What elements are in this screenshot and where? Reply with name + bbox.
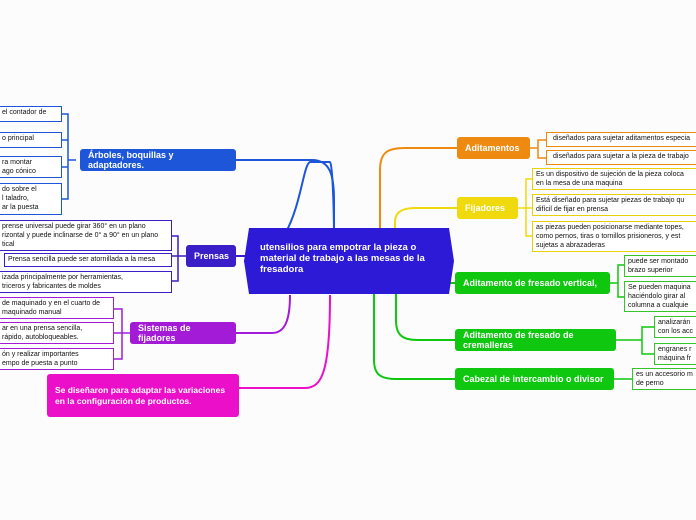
connector-cremalleras — [395, 294, 455, 341]
subtopic-aditamentos-1[interactable]: diseñados para sujetar aditamentos espec… — [546, 132, 696, 147]
connector-cabezal — [373, 294, 455, 380]
subtopic-vertical-2[interactable]: Se pueden maquina haciéndolo girar al co… — [624, 281, 696, 312]
topic-fijadores[interactable]: Fijadores — [457, 197, 518, 219]
topic-sistemas-label: Sistemas de fijadores — [138, 323, 191, 343]
topic-vertical[interactable]: Aditamento de fresado vertical, — [455, 272, 610, 294]
connector-sistemas — [236, 294, 291, 334]
topic-cabezal[interactable]: Cabezal de intercambio o divisor — [455, 368, 614, 390]
connector-fijadores — [394, 207, 457, 228]
subtopic-prensas-1[interactable]: prense universal puede girar 360° en un … — [0, 220, 172, 251]
topic-prensas[interactable]: Prensas — [186, 245, 236, 267]
topic-cremalleras[interactable]: Aditamento de fresado de cremalleras — [455, 329, 616, 351]
subtopic-prensas-3[interactable]: izada principalmente por herramientas, t… — [0, 271, 172, 293]
topic-arboles-label: Árboles, boquillas y adaptadores. — [88, 150, 174, 170]
subtopic-cremalleras-1[interactable]: analizarán con los acc — [654, 316, 696, 338]
subtopic-fijadores-3[interactable]: as piezas pueden posicionarse mediante t… — [532, 221, 696, 252]
subtopic-cremalleras-2[interactable]: engranes r máquina fr — [654, 343, 696, 365]
topic-cabezal-label: Cabezal de intercambio o divisor — [463, 374, 604, 384]
topic-disenaron[interactable]: Se diseñaron para adaptar las variacione… — [47, 374, 239, 417]
subtopic-prensas-2[interactable]: Prensa sencilla puede ser atornillada a … — [4, 253, 172, 267]
topic-vertical-label: Aditamento de fresado vertical, — [463, 278, 598, 288]
subtopic-arboles-4[interactable]: do sobre el l taladro, ar la puesta — [0, 183, 62, 215]
subtopic-fijadores-1[interactable]: Es un dispositivo de sujeción de la piez… — [532, 168, 696, 190]
topic-arboles[interactable]: Árboles, boquillas y adaptadores. — [80, 149, 236, 171]
connector-aditamentos — [379, 147, 457, 228]
topic-cremalleras-label: Aditamento de fresado de cremalleras — [463, 330, 574, 350]
subtopic-arboles-3[interactable]: ra montar ago cónico — [0, 156, 62, 178]
subtopic-arboles-1[interactable]: el contador de — [0, 106, 62, 122]
subtopic-vertical-1[interactable]: puede ser montado brazo superior — [624, 255, 696, 277]
topic-aditamentos-label: Aditamentos — [465, 143, 520, 153]
subtopic-cabezal-1[interactable]: es un accesorio m de perno — [632, 368, 696, 390]
central-topic[interactable]: utensilios para empotrar la pieza o mate… — [244, 228, 454, 294]
subtopic-aditamentos-2[interactable]: diseñados para sujetar a la pieza de tra… — [546, 150, 696, 165]
subtopic-sistemas-2[interactable]: ar en una prensa sencilla, rápido, autob… — [0, 322, 114, 344]
topic-fijadores-label: Fijadores — [465, 203, 506, 213]
topic-prensas-label: Prensas — [194, 251, 230, 261]
topic-disenaron-label: Se diseñaron para adaptar las variacione… — [55, 385, 226, 406]
central-topic-label: utensilios para empotrar la pieza o mate… — [260, 242, 425, 275]
subtopic-arboles-2[interactable]: o principal — [0, 132, 62, 148]
topic-sistemas[interactable]: Sistemas de fijadores — [130, 322, 236, 344]
subtopic-sistemas-3[interactable]: ón y realizar importantes empo de puesta… — [0, 348, 114, 370]
connector-disenaron — [239, 294, 331, 389]
topic-aditamentos[interactable]: Aditamentos — [457, 137, 530, 159]
subtopic-fijadores-2[interactable]: Está diseñado para sujetar piezas de tra… — [532, 194, 696, 216]
subtopic-sistemas-1[interactable]: de maquinado y en el cuarto de maquinado… — [0, 297, 114, 319]
